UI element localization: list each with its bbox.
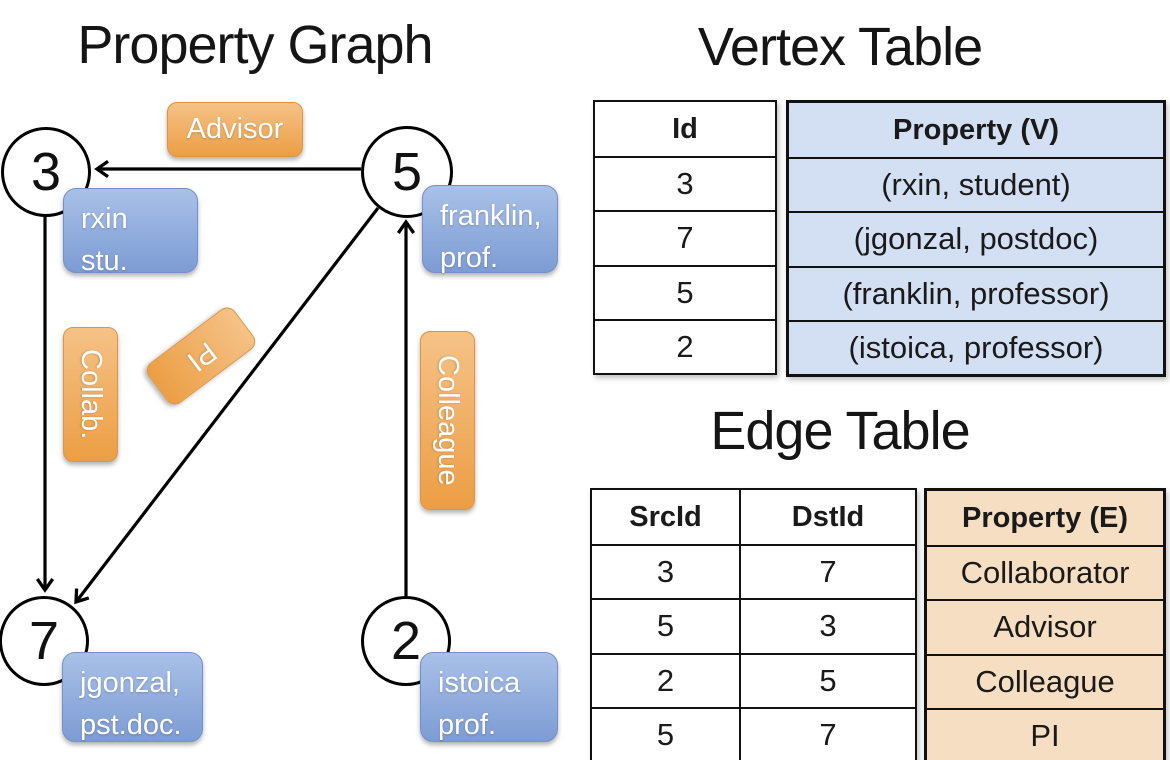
table-cell: Advisor xyxy=(927,599,1163,653)
vertex-property-box-2: istoica prof. xyxy=(420,652,558,742)
table-cell: 7 xyxy=(595,210,775,264)
table-cell: 5 xyxy=(592,598,739,652)
table-cell: Collaborator xyxy=(927,545,1163,599)
node-3-label: 3 xyxy=(30,142,62,202)
vertex-property-box-5: franklin, prof. xyxy=(422,185,558,274)
vertex-table-property-header: Property (V) xyxy=(893,113,1059,146)
graph-node-2: 2 xyxy=(361,596,451,686)
vertex-property-line: rxin xyxy=(81,203,128,235)
table-cell: 2 xyxy=(595,318,775,373)
edge-label-colleague: Colleague xyxy=(420,331,475,510)
vertex-table-id-header: Id xyxy=(672,112,698,145)
vertex-property-line: pst.doc. xyxy=(80,709,182,742)
table-cell: (jgonzal, postdoc) xyxy=(789,211,1163,265)
vertex-property-line: istoica xyxy=(438,667,521,699)
node-7-label: 7 xyxy=(28,611,60,671)
table-cell: (istoica, professor) xyxy=(789,319,1163,374)
vertex-property-line: stu. xyxy=(81,245,128,278)
table-cell: 7 xyxy=(741,544,915,598)
vertex-property-line: prof. xyxy=(440,242,499,275)
table-cell: 7 xyxy=(741,706,915,760)
edge-table-src-header: SrcId xyxy=(629,500,702,533)
vertex-property-line: jgonzal, xyxy=(80,667,180,699)
table-cell: 5 xyxy=(595,264,775,319)
vertex-property-line: franklin, xyxy=(440,200,542,232)
table-cell: 3 xyxy=(595,156,775,210)
table-cell: 2 xyxy=(592,652,739,707)
vertex-table-property-column: Property (V) (rxin, student)(jgonzal, po… xyxy=(786,100,1166,377)
table-cell: Colleague xyxy=(927,653,1163,708)
property-graph-title: Property Graph xyxy=(77,15,433,75)
node-2-label: 2 xyxy=(390,611,422,671)
edge-table-property-header: Property (E) xyxy=(962,501,1128,534)
table-cell: 5 xyxy=(741,652,915,707)
edge-table-title: Edge Table xyxy=(710,401,970,461)
vertex-table-title: Vertex Table xyxy=(697,17,983,77)
table-cell: 5 xyxy=(592,706,739,760)
graph-edges-canvas xyxy=(35,159,416,605)
graph-node-5: 5 xyxy=(361,126,453,218)
edge-table-dst-header: DstId xyxy=(791,500,865,533)
table-cell: 3 xyxy=(741,598,915,652)
table-cell: 3 xyxy=(592,544,739,598)
edge-5-to-7 xyxy=(74,207,380,605)
vertex-property-line: prof. xyxy=(438,709,497,742)
vertex-property-box-3: rxin stu. xyxy=(63,188,198,277)
table-cell: PI xyxy=(927,707,1163,760)
table-cell: (rxin, student) xyxy=(789,157,1163,211)
node-5-label: 5 xyxy=(391,142,423,202)
vertex-property-box-7: jgonzal, pst.doc. xyxy=(62,652,203,742)
edge-label-collab: Collab. xyxy=(63,327,118,462)
edge-label-advisor: Advisor xyxy=(167,102,303,157)
table-cell: (franklin, professor) xyxy=(789,265,1163,320)
